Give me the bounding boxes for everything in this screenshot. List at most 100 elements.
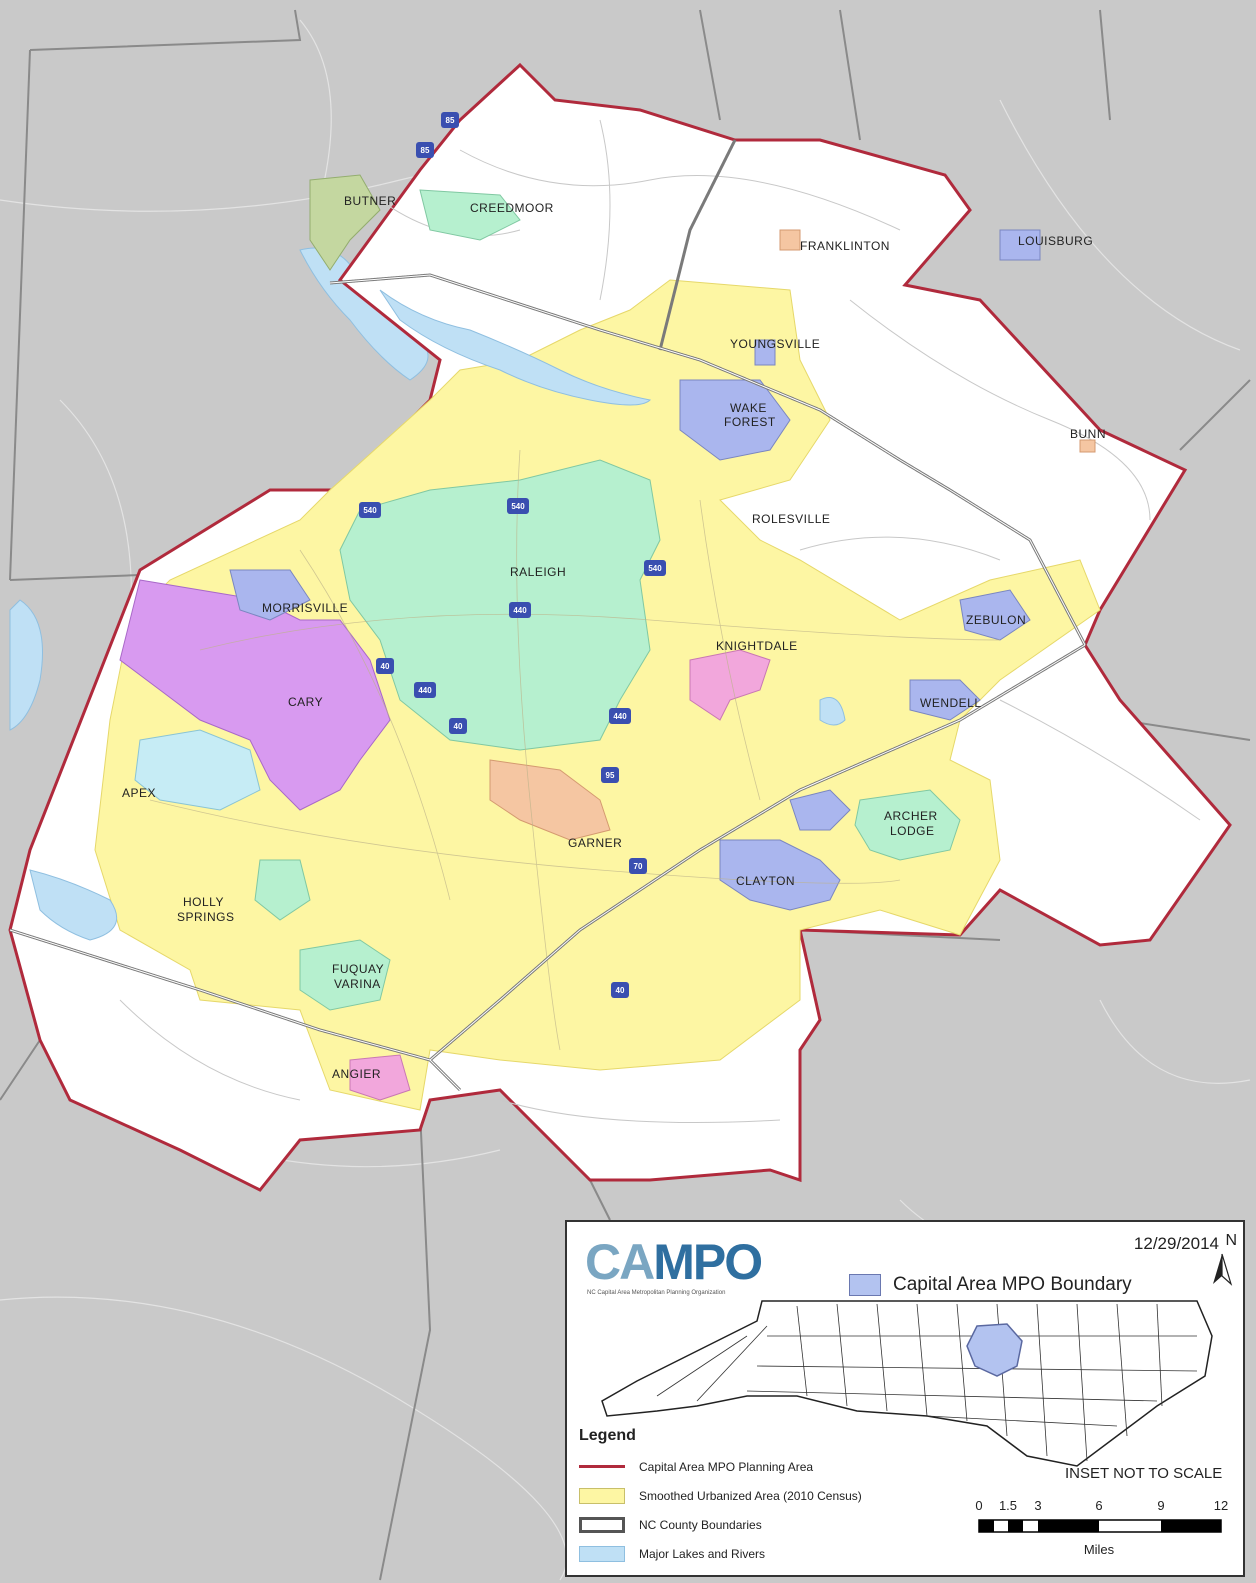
raleigh-area [339,459,661,751]
angier-area [349,1054,411,1101]
shield-i40-west: 40 [376,658,394,674]
creedmoor-area [419,189,521,241]
nc-inset-map [601,1300,1213,1467]
svg-text:540: 540 [511,502,525,511]
town-label-garner: GARNER [568,836,622,850]
map-date: 12/29/2014 [1133,1234,1219,1253]
town-label-knightdale: KNIGHTDALE [716,639,798,653]
town-label-youngsville: YOUNGSVILLE [730,337,820,351]
town-label-cary: CARY [288,695,323,709]
svg-text:440: 440 [513,606,527,615]
shield-i440-north: 440 [509,602,531,618]
butner-area [309,174,381,271]
campo-logo: CAMPO [585,1234,763,1290]
scale-tick-label: 0 [975,1498,982,1513]
legend-title: Legend [579,1427,636,1444]
shield-i440-south: 440 [609,708,631,724]
town-label-bunn: BUNN [1070,427,1106,441]
legend-label: Capital Area MPO Planning Area [639,1460,814,1474]
town-label-louisburg: LOUISBURG [1018,234,1093,248]
fuquay-varina-area [299,939,391,1011]
scale-tick-label: 1.5 [999,1498,1017,1513]
svg-text:95: 95 [606,771,615,780]
scale-tick-label: 12 [1214,1498,1228,1513]
legend-panel: CAMPO NC Capital Area Metropolitan Plann… [565,1220,1245,1577]
town-label-holly-springs-2: SPRINGS [177,910,235,924]
town-label-wendell: WENDELL [920,696,982,710]
scale-tick-label: 3 [1034,1498,1041,1513]
scale-unit: Miles [1084,1542,1115,1557]
louisburg-area [999,229,1041,261]
town-label-wake-forest: WAKE [730,401,767,415]
legend-label: Major Lakes and Rivers [639,1547,766,1561]
svg-text:85: 85 [446,116,455,125]
town-label-creedmoor: CREEDMOOR [470,201,554,215]
svg-text:440: 440 [613,712,627,721]
shield-i85: 85 [416,142,434,158]
interstate-shields: 540 540 540 440 440 440 40 40 40 85 85 9… [359,112,666,998]
town-label-rolesville: ROLESVILLE [752,512,830,526]
wake-forest-area [679,379,791,461]
scale-bar: 0 1.5 3 6 9 12 Miles [975,1498,1228,1557]
franklinton-area [779,229,801,251]
legend-label: NC County Boundaries [639,1518,762,1532]
logo-subtitle: NC Capital Area Metropolitan Planning Or… [587,1290,726,1296]
shield-i40-south: 40 [611,982,629,998]
legend-swatch-fill [579,1488,625,1504]
town-label-franklinton: FRANKLINTON [800,239,890,253]
legend-label: Smoothed Urbanized Area (2010 Census) [639,1489,862,1503]
mpo-roads [119,119,1201,1123]
inset-mpo-highlight [966,1323,1023,1377]
legend-swatch-fill [579,1546,625,1562]
clayton-area-north [789,789,851,831]
urban-roads [149,449,1001,1051]
town-label-raleigh: RALEIGH [510,565,566,579]
town-labels: BUTNER CREEDMOOR FRANKLINTON LOUISBURG Y… [122,194,1106,1081]
youngsville-area [754,339,776,366]
town-label-archer-lodge-2: LODGE [890,824,935,838]
svg-text:40: 40 [454,722,463,731]
garner-area [489,759,611,841]
morrisville-area [229,569,311,621]
scale-tick-label: 6 [1095,1498,1102,1513]
county-lines-background [0,9,1251,1581]
svg-text:85: 85 [421,146,430,155]
inner-lakes [29,289,846,941]
scale-tick-label: 9 [1157,1498,1164,1513]
legend-swatch-outline [579,1517,625,1533]
town-label-butner: BUTNER [344,194,396,208]
shield-i540-west: 540 [359,502,381,518]
town-label-morrisville: MORRISVILLE [262,601,348,615]
svg-text:70: 70 [634,862,643,871]
inset-note: INSET NOT TO SCALE [1065,1465,1223,1482]
town-label-zebulon: ZEBULON [966,613,1026,627]
shield-i40-center: 40 [449,718,467,734]
town-label-archer-lodge: ARCHER [884,809,938,823]
town-label-clayton: CLAYTON [736,874,795,888]
town-label-fuquay-varina: FUQUAY [332,962,384,976]
shield-i85-north: 85 [441,112,459,128]
mpo-boundary-swatch [849,1274,881,1296]
shield-i95: 95 [601,767,619,783]
north-label: N [1225,1232,1237,1249]
svg-text:540: 540 [363,506,377,515]
town-label-fuquay-varina-2: VARINA [334,977,381,991]
zebulon-area [959,589,1031,641]
svg-text:440: 440 [418,686,432,695]
north-arrow-icon [1213,1253,1233,1286]
clayton-area [719,839,841,911]
bunn-area [1079,439,1096,453]
svg-text:40: 40 [616,986,625,995]
shield-i440-west: 440 [414,682,436,698]
town-label-apex: APEX [122,786,156,800]
town-label-wake-forest-2: FOREST [724,415,776,429]
county-boundaries-interior-inner [9,274,1086,1091]
shield-i540-east: 540 [644,560,666,576]
apex-area [134,729,261,811]
legend-swatch-line [579,1465,625,1468]
holly-springs-area [254,859,311,921]
shield-i70: 70 [629,858,647,874]
wendell-area [909,679,981,721]
shield-i540-north: 540 [507,498,529,514]
